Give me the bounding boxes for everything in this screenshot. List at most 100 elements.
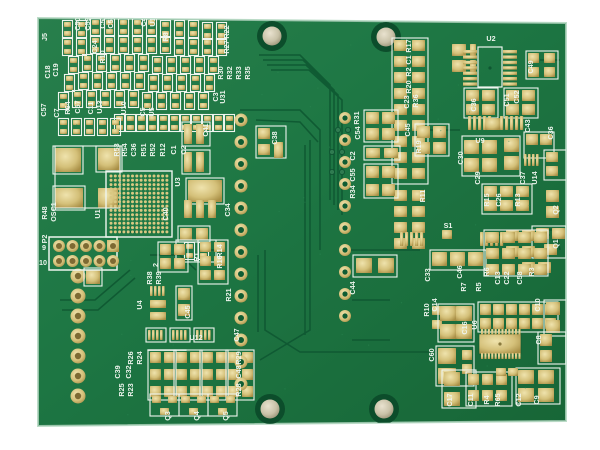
bga-ball: [114, 183, 117, 186]
smd-pad: [483, 116, 486, 130]
silkscreen-label: C2: [179, 145, 188, 154]
smd-pad: [417, 126, 430, 138]
smd-pad: [174, 244, 185, 255]
silkscreen-label: C17: [445, 393, 454, 406]
through-hole: [75, 293, 81, 299]
header-pin-hole: [83, 243, 89, 249]
smd-pad: [164, 85, 171, 90]
bga-ball: [131, 226, 134, 229]
bga-ball: [165, 222, 168, 225]
smd-pad: [60, 120, 67, 125]
bga-ball: [148, 205, 151, 208]
u6-pin-pad: [491, 353, 493, 359]
smd-pad: [126, 65, 133, 70]
header-pin-hole: [70, 258, 76, 264]
bga-ball: [161, 222, 164, 225]
u6-pin-pad: [481, 353, 483, 359]
silkscreen-label: R38: [145, 271, 154, 284]
smd-pad: [181, 396, 190, 403]
silkscreen-label: R28: [234, 383, 243, 396]
smd-pad: [546, 190, 559, 202]
smd-pad: [178, 288, 190, 300]
silkscreen-label: R23: [126, 383, 135, 396]
u2-pin-pad: [503, 72, 517, 75]
mask-speckle: [303, 197, 304, 198]
silkscreen-label: C26: [494, 193, 503, 206]
bga-ball: [114, 222, 117, 225]
mask-speckle: [368, 344, 369, 345]
smd-pad: [150, 85, 157, 90]
smd-pad: [148, 38, 155, 43]
silkscreen-label: C9: [532, 395, 541, 404]
bga-ball: [127, 175, 130, 178]
smd-pad: [480, 304, 491, 315]
smd-pad: [519, 318, 530, 329]
smd-pad: [468, 116, 471, 130]
bga-ball: [157, 209, 160, 212]
smd-pad: [519, 304, 530, 315]
smd-pad: [171, 125, 178, 130]
smd-pad: [158, 103, 165, 108]
bga-ball: [131, 179, 134, 182]
silkscreen-label: U13: [95, 100, 104, 113]
bga-ball: [118, 187, 121, 190]
smd-pad: [80, 83, 87, 88]
smd-pad: [410, 232, 413, 246]
smd-pad: [216, 386, 227, 397]
smd-pad: [164, 76, 171, 81]
bga-ball: [157, 205, 160, 208]
smd-pad: [180, 330, 183, 340]
via-hole: [342, 225, 347, 230]
smd-pad: [528, 154, 531, 166]
smd-pad: [150, 312, 166, 320]
smd-pad: [84, 56, 91, 61]
smd-pad: [366, 184, 379, 196]
smd-pad: [116, 92, 123, 97]
bga-ball: [135, 205, 138, 208]
bga-ball: [118, 205, 121, 208]
via-hole: [238, 227, 244, 233]
smd-pad: [172, 94, 179, 99]
mask-speckle: [482, 48, 483, 49]
smd-pad: [127, 125, 134, 130]
bga-ball: [148, 226, 151, 229]
smd-pad: [156, 330, 159, 340]
bga-ball: [122, 230, 125, 233]
silkscreen-label: R1: [192, 252, 201, 261]
u2-pin-pad: [503, 50, 517, 53]
bga-ball: [114, 205, 117, 208]
smd-pad: [196, 200, 204, 218]
silkscreen-label: C30: [456, 151, 465, 164]
silkscreen-label: R7: [459, 282, 468, 291]
bga-ball: [165, 183, 168, 186]
bga-ball: [135, 226, 138, 229]
silkscreen-label: R32: [225, 66, 234, 79]
bga-ball: [161, 192, 164, 195]
smd-pad: [164, 386, 175, 397]
smd-pad: [130, 101, 137, 106]
silkscreen-label: R27: [222, 40, 231, 53]
silkscreen-label: R54: [120, 143, 129, 156]
mounting-hole-top-right: [377, 28, 396, 47]
smd-pad: [197, 396, 206, 403]
mask-speckle: [440, 130, 441, 131]
smd-pad: [200, 256, 211, 266]
smd-pad: [486, 118, 500, 130]
bga-ball: [118, 192, 121, 195]
smd-pad: [510, 116, 513, 130]
smd-pad: [482, 158, 497, 172]
mounting-hole-bottom-left: [261, 400, 280, 419]
silkscreen-label: R26: [126, 351, 135, 364]
bga-ball: [148, 196, 151, 199]
silkscreen-label: R15: [482, 193, 491, 206]
silkscreen-label: C57: [73, 100, 82, 113]
smd-pad: [462, 350, 472, 360]
smd-pad: [366, 166, 379, 178]
smd-pad: [190, 22, 197, 27]
smd-pad: [502, 248, 515, 259]
bga-ball: [118, 213, 121, 216]
silkscreen-label: C7: [52, 108, 61, 117]
bga-ball: [157, 175, 160, 178]
smd-pad: [480, 318, 491, 329]
smd-pad: [482, 104, 495, 115]
